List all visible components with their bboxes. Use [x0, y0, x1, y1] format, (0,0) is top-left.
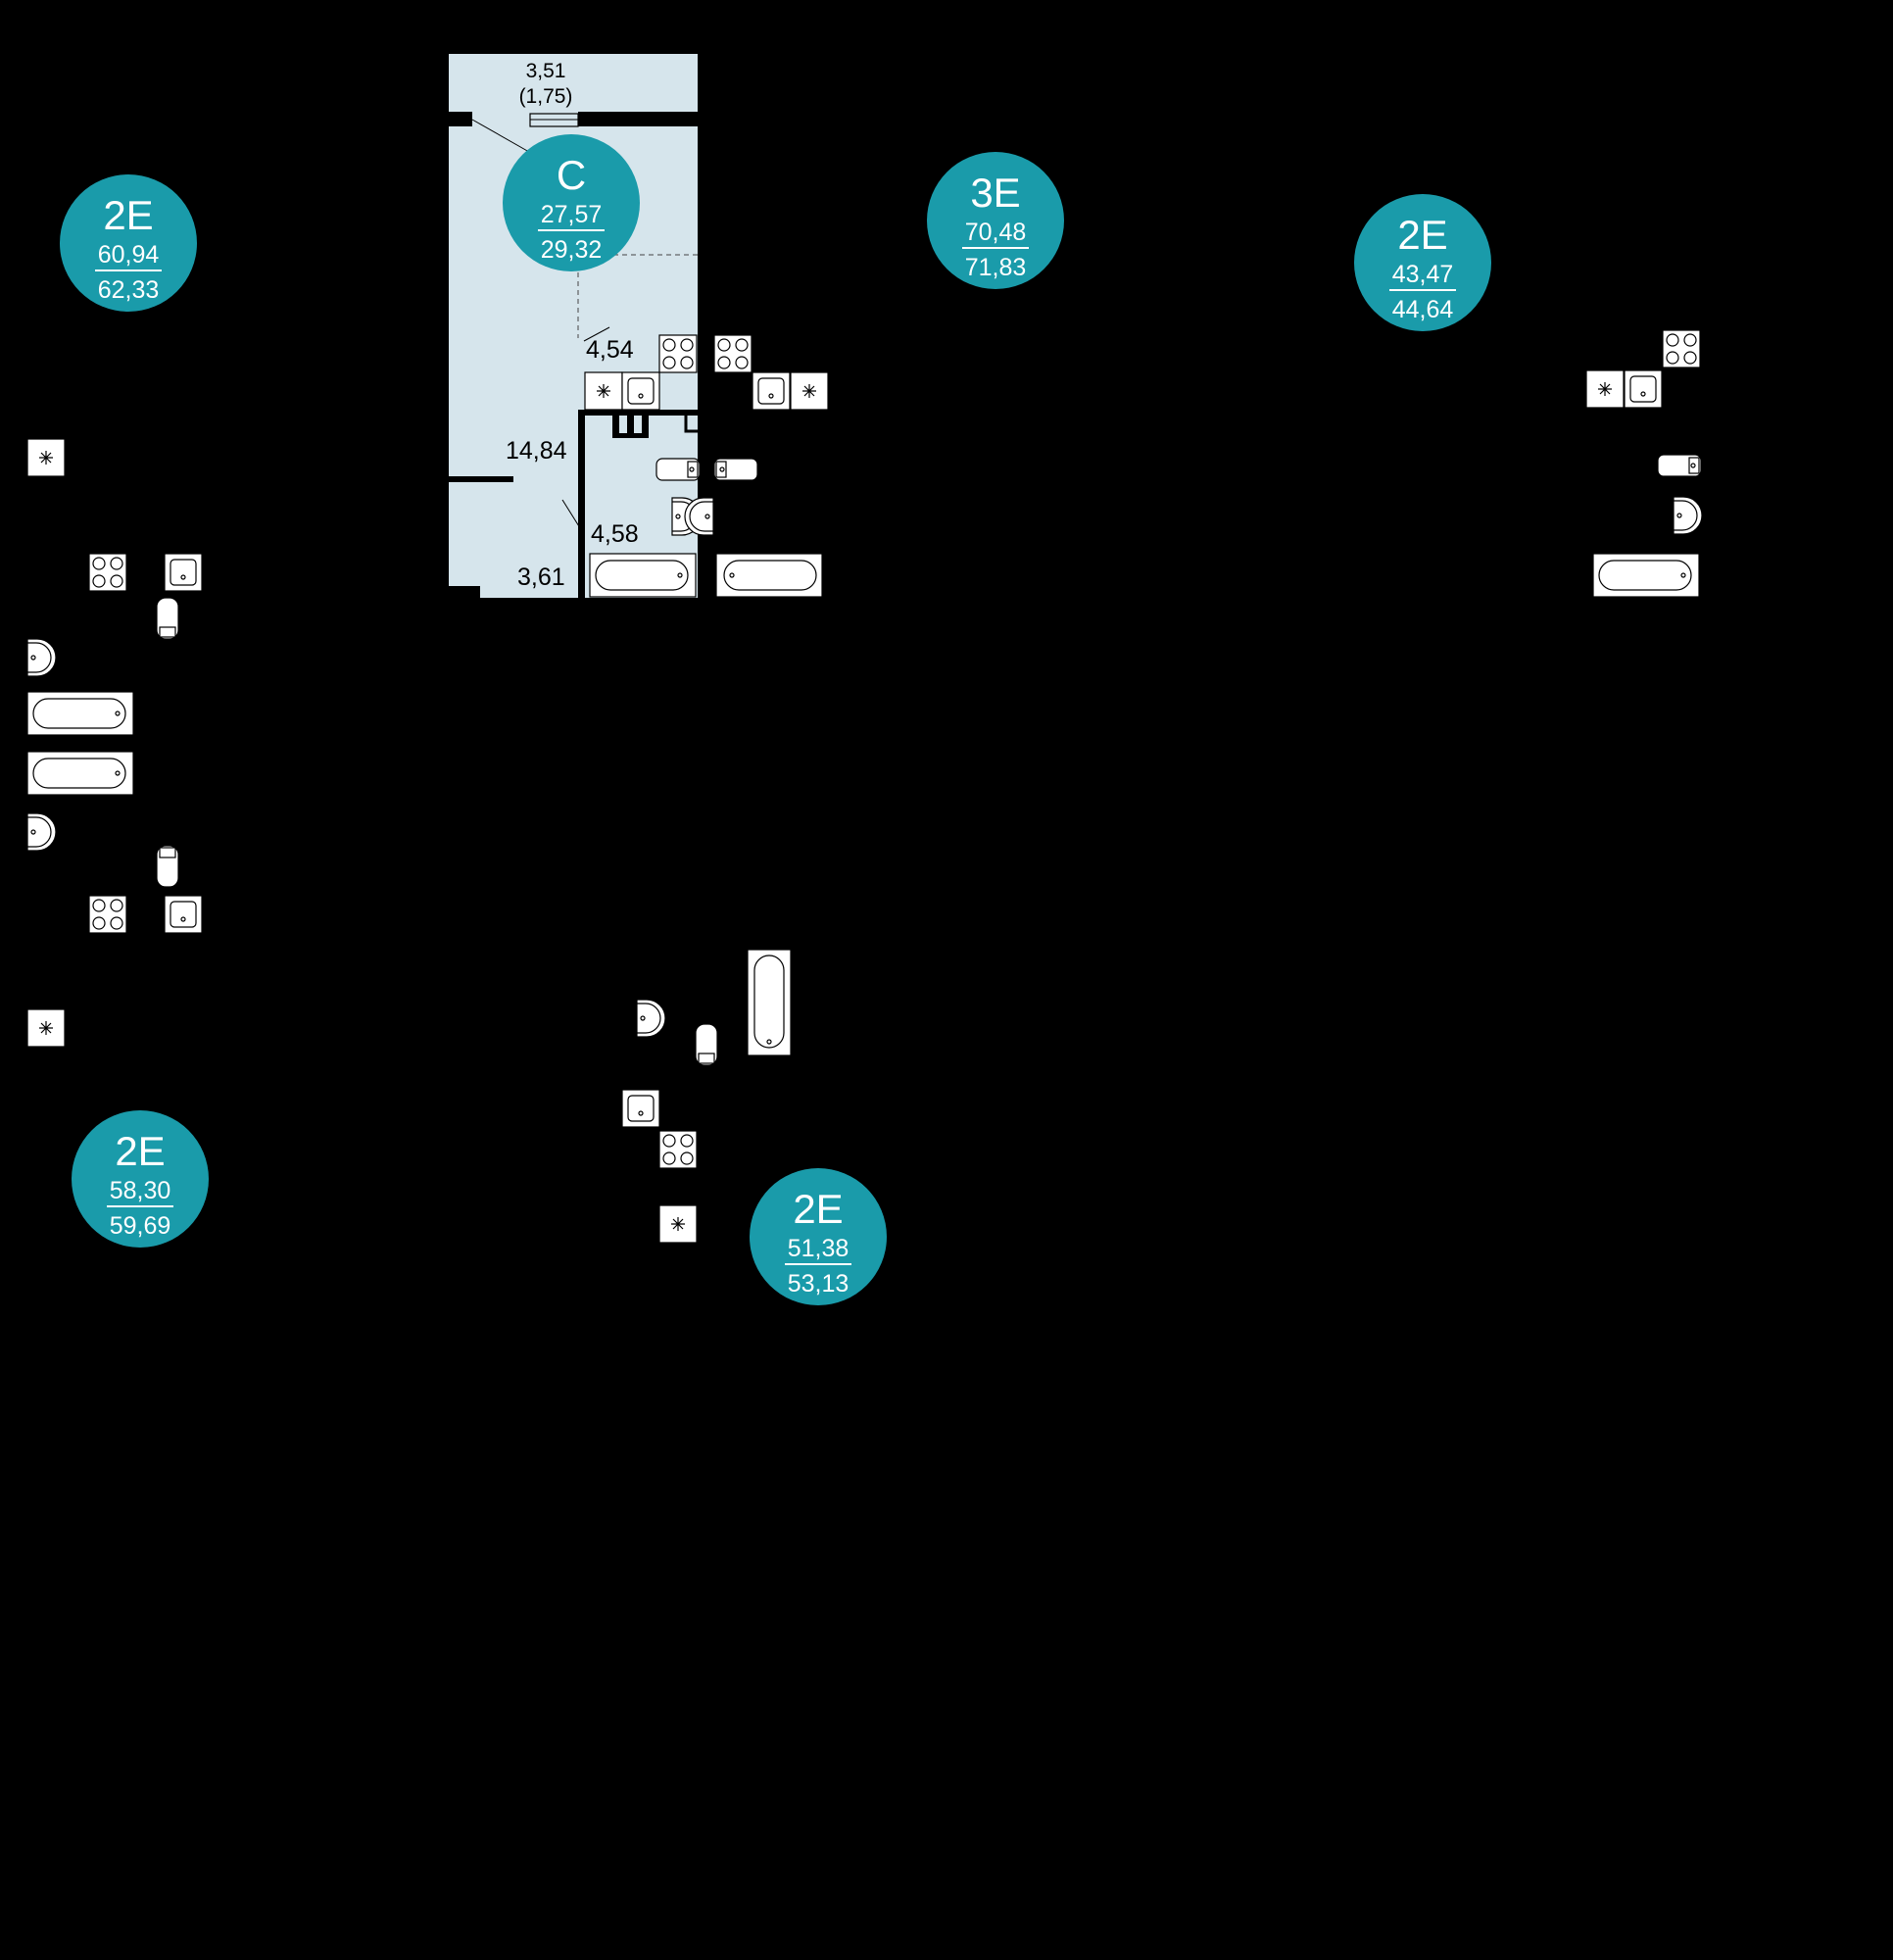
wall [642, 416, 649, 437]
toilet-icon [655, 458, 701, 481]
washbasin-icon [26, 638, 57, 677]
living-area: 27,57 [541, 201, 603, 228]
fridge-icon [26, 438, 66, 477]
apartment-badge[interactable]: 2Е 58,30 59,69 [72, 1110, 209, 1248]
total-area: 29,32 [541, 236, 603, 264]
badge-circle [750, 1168, 887, 1305]
badge-circle [1354, 194, 1491, 331]
leader-line [583, 326, 610, 342]
sink-icon [164, 895, 203, 934]
wall [449, 586, 480, 598]
total-area: 62,33 [98, 276, 160, 304]
badge-circle [927, 152, 1064, 289]
total-area: 44,64 [1392, 296, 1454, 323]
toilet-icon [156, 845, 179, 888]
badge-circle [72, 1110, 209, 1248]
kitchen-area: 4,54 [586, 336, 634, 364]
apartment-badge[interactable]: 2Е 43,47 44,64 [1354, 194, 1491, 331]
living-area: 60,94 [98, 241, 160, 269]
balcony-reduced-area: (1,75) [519, 85, 573, 108]
hallway-area: 3,61 [517, 564, 565, 591]
stove-icon [88, 895, 127, 934]
toilet-icon [156, 597, 179, 640]
apartment-type: 2Е [103, 192, 153, 238]
sink-icon [164, 553, 203, 592]
badge-circle [60, 174, 197, 312]
fridge-icon [584, 371, 623, 411]
apartment-type: 2Е [793, 1186, 843, 1232]
leader-line [471, 119, 530, 153]
stove-icon [658, 334, 698, 373]
highlighted-apartment-badge[interactable]: С 27,57 29,32 [503, 134, 640, 271]
washbasin-icon [1673, 496, 1703, 535]
living-area: 43,47 [1392, 261, 1454, 288]
apartment-type: 2Е [1397, 212, 1447, 258]
main-room-area: 14,84 [506, 437, 567, 465]
fridge-icon [1585, 369, 1625, 409]
stove-icon [1662, 329, 1701, 368]
bathtub-icon [1592, 553, 1700, 598]
leader-line [561, 499, 583, 532]
fridge-icon [790, 371, 829, 411]
wall [449, 112, 472, 126]
washbasin-icon [26, 812, 57, 852]
balcony-area: 3,51 [526, 60, 566, 82]
sink-icon [752, 371, 791, 411]
bathtub-icon [26, 691, 134, 736]
fridge-icon [658, 1204, 698, 1244]
stove-icon [658, 1130, 698, 1169]
toilet-icon [1657, 454, 1702, 477]
wall [578, 410, 698, 416]
wall [612, 433, 649, 438]
bathtub-icon [747, 949, 792, 1056]
total-area: 53,13 [788, 1270, 849, 1298]
area-badges: 2Е 60,94 62,33 3Е 70,48 71,83 2Е 43,47 44,64 2Е 58… [60, 134, 1491, 1305]
living-area: 70,48 [965, 219, 1027, 246]
total-area: 59,69 [110, 1212, 171, 1240]
living-area: 58,30 [110, 1177, 171, 1204]
apartment-type: 3Е [970, 170, 1020, 216]
living-area: 51,38 [788, 1235, 849, 1262]
bathroom-area: 4,58 [591, 520, 639, 548]
apartment-type: С [557, 152, 586, 198]
sink-icon [621, 1089, 660, 1128]
wall [627, 416, 634, 437]
total-area: 71,83 [965, 254, 1027, 281]
apartment-badge[interactable]: 3Е 70,48 71,83 [927, 152, 1064, 289]
wall [578, 112, 698, 126]
apartment-badge[interactable]: 2Е 60,94 62,33 [60, 174, 197, 312]
wall [684, 416, 698, 433]
toilet-icon [713, 458, 758, 481]
badge-circle [503, 134, 640, 271]
fridge-icon [26, 1008, 66, 1048]
apartment-type: 2Е [115, 1128, 165, 1174]
apartment-badge[interactable]: 2Е 51,38 53,13 [750, 1168, 887, 1305]
stove-icon [88, 553, 127, 592]
bathtub-icon [715, 553, 823, 598]
sink-icon [1624, 369, 1663, 409]
bathtub-icon [589, 553, 697, 598]
stove-icon [713, 334, 752, 373]
wall [449, 476, 513, 482]
toilet-icon [695, 1023, 718, 1066]
sink-icon [621, 371, 660, 411]
neighbour-fixtures [26, 329, 1703, 1244]
bathtub-icon [26, 751, 134, 796]
wall [612, 416, 619, 437]
washbasin-icon [636, 999, 666, 1038]
wall [578, 410, 585, 598]
